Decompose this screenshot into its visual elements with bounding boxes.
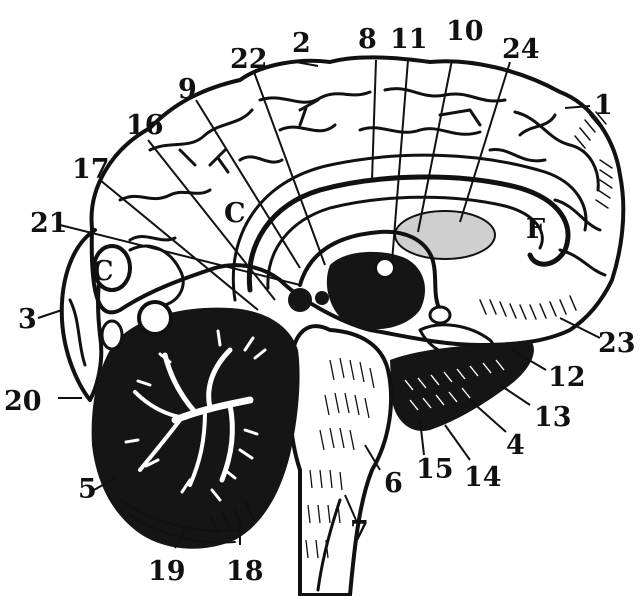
label-23: 23 (598, 328, 636, 359)
cerebellum (92, 308, 300, 549)
label-14: 14 (464, 462, 502, 493)
label-4: 4 (506, 430, 525, 461)
frontal-hatching (480, 112, 612, 319)
label-24: 24 (502, 34, 540, 65)
label-10: 10 (446, 16, 484, 47)
label-13: 13 (534, 402, 572, 433)
label-8: 8 (358, 24, 377, 55)
region-letter-c-upper: C (224, 198, 246, 229)
label-1: 1 (594, 90, 613, 121)
label-21: 21 (30, 208, 68, 239)
label-2: 2 (292, 28, 311, 59)
label-22: 22 (230, 44, 268, 75)
label-6: 6 (384, 468, 403, 499)
label-18: 18 (226, 556, 264, 587)
label-11: 11 (390, 24, 428, 55)
label-16: 16 (126, 110, 164, 141)
region-letter-c-lower: C (92, 256, 114, 287)
label-3: 3 (18, 304, 37, 335)
pons (289, 326, 391, 595)
label-19: 19 (148, 556, 186, 587)
label-7: 7 (350, 516, 369, 547)
label-9: 9 (178, 74, 197, 105)
thalamus (327, 252, 425, 329)
label-12: 12 (548, 362, 586, 393)
label-5: 5 (78, 474, 97, 505)
mammillary-body (430, 307, 450, 323)
label-15: 15 (416, 454, 454, 485)
temporal-lobe-base (390, 340, 534, 431)
pineal-body (288, 288, 312, 312)
label-20: 20 (4, 386, 42, 417)
label-17: 17 (72, 154, 110, 185)
region-letter-f: F (526, 214, 545, 245)
